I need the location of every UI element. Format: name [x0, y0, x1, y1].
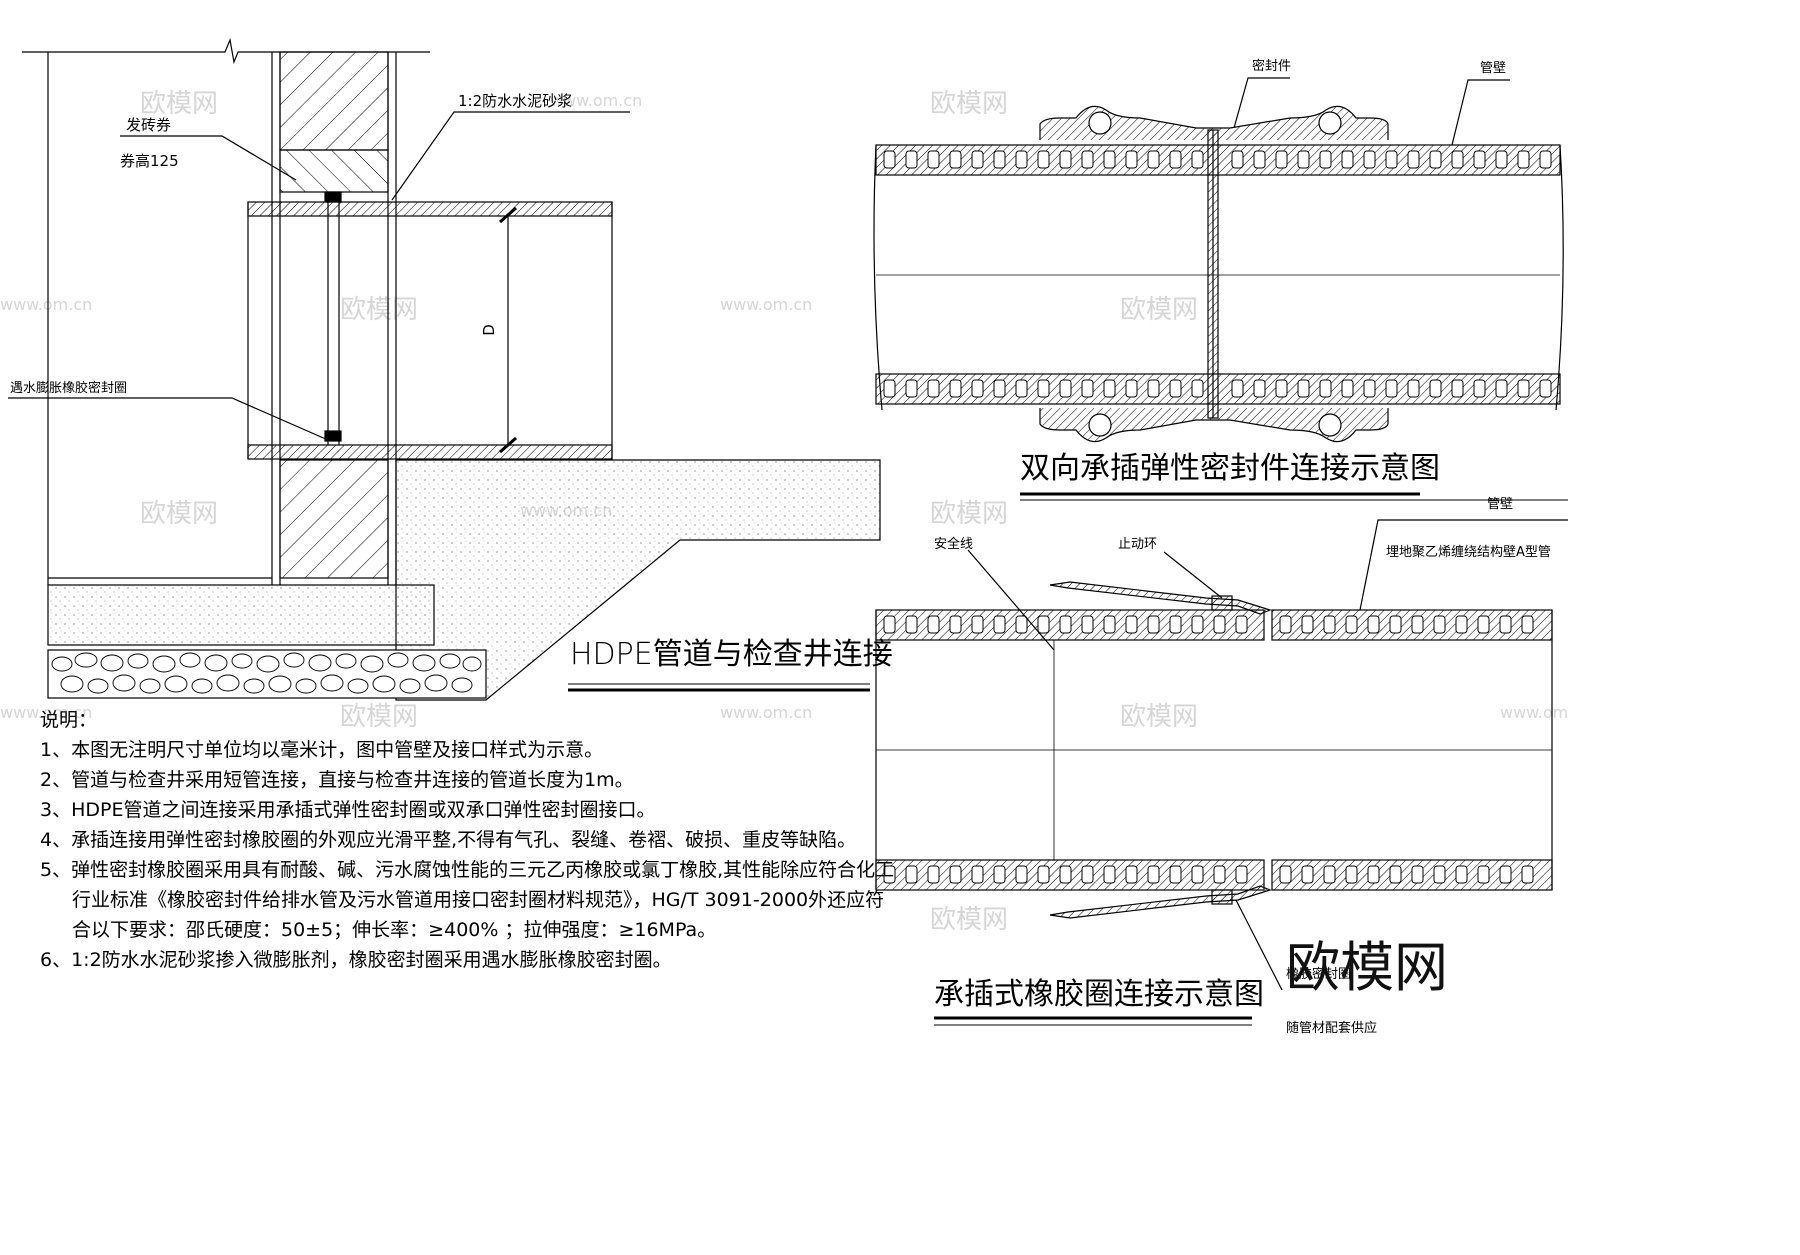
- cad-drawing: 欧模网 欧模网 欧模网 欧模网 欧模网 欧模网 欧模网 欧模网 欧模网 www.…: [0, 37, 1568, 1036]
- brick-wall-lower: [279, 459, 389, 579]
- notes-section: 说明： 1、本图无注明尺寸单位均以毫米计，图中管壁及接口样式为示意。 2、管道与…: [40, 705, 895, 975]
- pipe-bottom-wall: [247, 444, 613, 460]
- note-item-5: 5、弹性密封橡胶圈采用具有耐酸、碱、污水腐蚀性能的三元乙丙橡胶或氯丁橡胶,其性能…: [40, 859, 895, 881]
- notes-heading: 说明：: [40, 709, 98, 731]
- label-swelling-seal: 遇水膨胀橡胶密封圈: [10, 380, 127, 396]
- sand-fill: [395, 459, 881, 701]
- note-item-6: 6、1:2防水水泥砂浆掺入微膨胀剂，橡胶密封圈采用遇水膨胀橡胶密封圈。: [40, 949, 672, 971]
- svg-text:www.om.cn: www.om.cn: [720, 703, 812, 722]
- note-item-5-cont-1: 行业标准《橡胶密封件给排水管及污水管道用接口密封圈材料规范》，HG/T 3091…: [72, 889, 885, 911]
- svg-text:www.om.cn: www.om.cn: [1500, 703, 1568, 722]
- label-arch: 发砖券: [126, 116, 171, 134]
- label-pipe-wall-top: 管壁: [1480, 61, 1506, 76]
- leader-arch: [120, 135, 297, 181]
- note-item-3: 3、HDPE管道之间连接采用承插式弹性密封圈或双承口弹性密封圈接口。: [40, 799, 656, 821]
- note-item-1: 1、本图无注明尺寸单位均以毫米计，图中管壁及接口样式为示意。: [40, 739, 604, 761]
- brick-wall-upper: [279, 51, 389, 151]
- sleeve-bottom: [1039, 408, 1389, 443]
- svg-text:www.om.cn: www.om.cn: [0, 703, 92, 722]
- label-rubber-ring: 橡胶密封圈: [1286, 966, 1351, 982]
- brick-arch: [279, 149, 389, 193]
- leader-seal: [8, 397, 329, 441]
- gravel-stones: [51, 652, 482, 694]
- title-manhole-connection: HDPE管道与检查井连接: [570, 637, 893, 672]
- svg-text:www.om.cn: www.om.cn: [0, 295, 92, 314]
- title-double-socket: 双向承插弹性密封件连接示意图: [1020, 451, 1440, 486]
- double-socket-detail: [873, 77, 1564, 443]
- leader-mortar: [391, 111, 630, 201]
- svg-text:欧模网: 欧模网: [340, 702, 418, 732]
- label-pipe-wall-bottom: 管壁: [1487, 497, 1513, 512]
- seal-ring-top: [324, 191, 342, 203]
- svg-text:欧模网: 欧模网: [1120, 702, 1198, 732]
- wall-cells-top-2: [883, 615, 1534, 634]
- label-safety-line: 安全线: [934, 536, 973, 552]
- wall-cells-bottom: [883, 379, 1552, 398]
- socket-flare-top: [1049, 581, 1272, 615]
- socket-flare-bottom: [1049, 885, 1272, 919]
- concrete-base: [47, 584, 435, 646]
- label-supplied-with-pipe: 随管材配套供应: [1286, 1020, 1377, 1036]
- svg-text:欧模网: 欧模网: [930, 499, 1008, 529]
- svg-text:欧模网: 欧模网: [340, 295, 418, 325]
- note-item-4: 4、承插连接用弹性密封橡胶圈的外观应光滑平整,不得有气孔、裂缝、卷褶、破损、重皮…: [40, 829, 857, 851]
- svg-text:欧模网: 欧模网: [930, 905, 1008, 935]
- seal-ring-bottom: [324, 430, 342, 442]
- wall-cells-bottom-2: [883, 865, 1534, 884]
- svg-text:欧模网: 欧模网: [140, 499, 218, 529]
- label-stop-ring: 止动环: [1118, 537, 1157, 552]
- note-item-5-cont-2: 合以下要求：邵氏硬度：50±5；伸长率：≥400% ；拉伸强度：≥16MPa。: [72, 919, 717, 941]
- svg-text:欧模网: 欧模网: [1120, 295, 1198, 325]
- manhole-connection-detail: D: [8, 37, 881, 701]
- label-seal-piece: 密封件: [1252, 58, 1291, 74]
- socket-ring-detail: [875, 519, 1568, 991]
- svg-text:www.om.cn: www.om.cn: [720, 295, 812, 314]
- dimension-d-label: D: [480, 324, 498, 336]
- title-socket-ring: 承插式橡胶圈连接示意图: [934, 977, 1264, 1012]
- watermark-layer: 欧模网 欧模网 欧模网 欧模网 欧模网 欧模网 欧模网 欧模网 欧模网 www.…: [0, 89, 1568, 935]
- note-item-2: 2、管道与检查井采用短管连接，直接与检查井连接的管道长度为1m。: [40, 769, 634, 791]
- break-line: [22, 37, 430, 65]
- label-mortar: 1:2防水水泥砂浆: [458, 92, 572, 110]
- svg-text:欧模网: 欧模网: [140, 89, 218, 119]
- label-pipe-type: 埋地聚乙烯缠绕结构壁A型管: [1386, 544, 1551, 560]
- label-arch-height: 券高125: [120, 152, 179, 170]
- pipe-top-wall: [247, 201, 613, 217]
- brand-logo: 欧模网: [1286, 936, 1448, 999]
- sleeve-top: [1039, 105, 1389, 140]
- wall-cells-top: [883, 150, 1552, 169]
- svg-text:www.om.cn: www.om.cn: [550, 91, 642, 110]
- gravel-layer: [47, 649, 487, 699]
- svg-text:欧模网: 欧模网: [930, 89, 1008, 119]
